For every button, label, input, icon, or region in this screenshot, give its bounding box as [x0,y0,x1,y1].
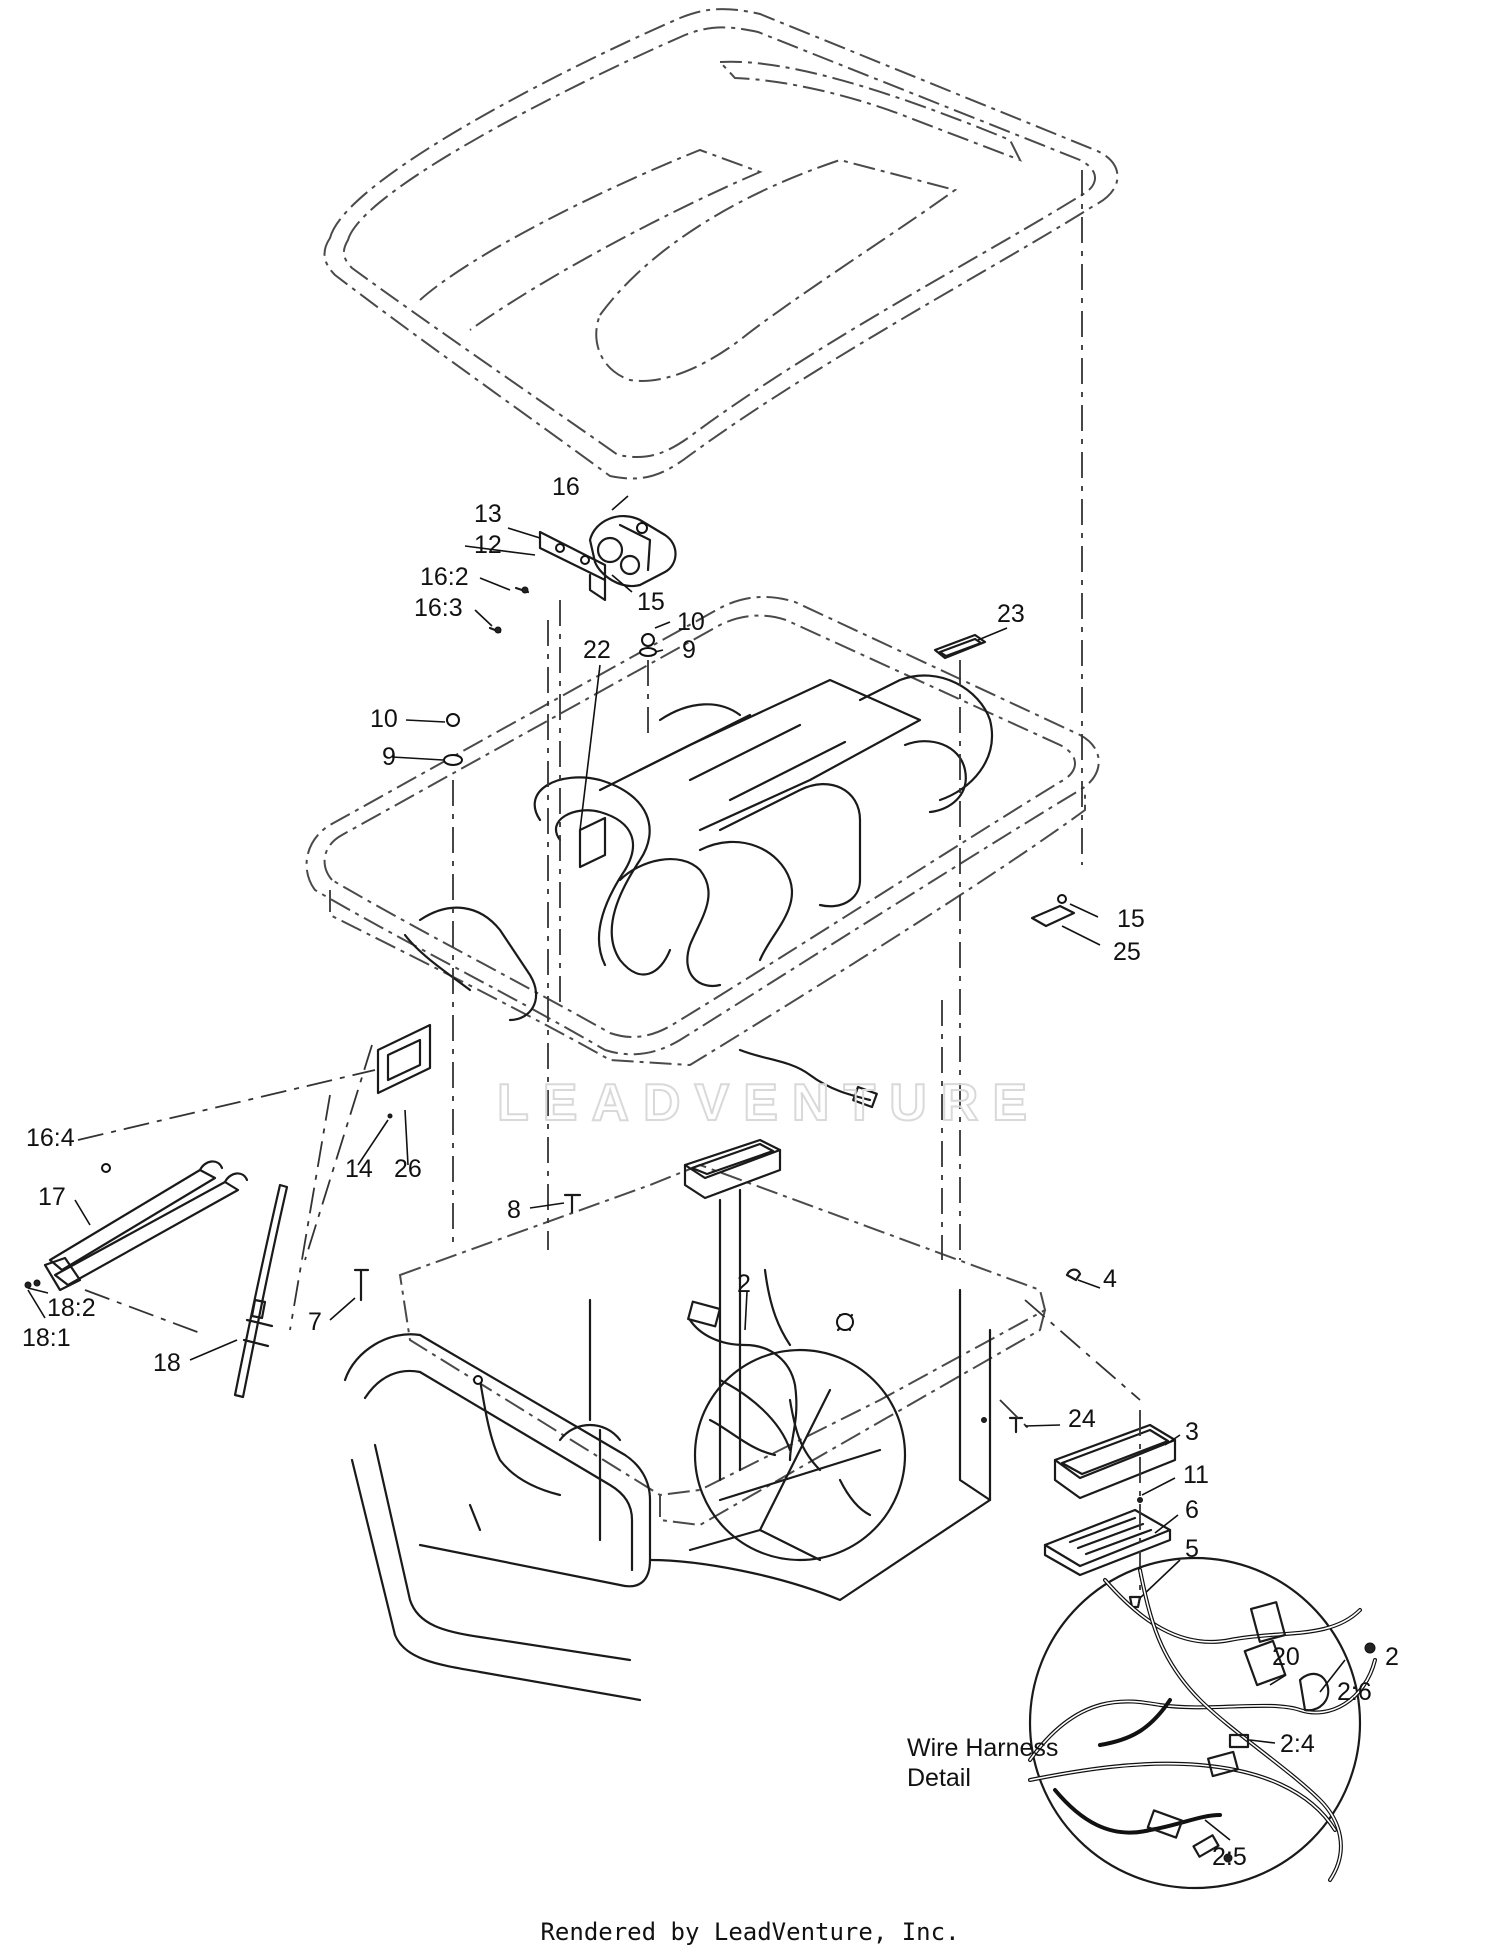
wire-harness-detail [1028,1556,1377,1890]
access-plate [376,1023,432,1119]
callout-10-left: 10 [370,705,398,733]
watermark: LEADVENTURE [497,1074,1041,1132]
callout-24: 24 [1068,1405,1096,1433]
callout-9-left: 9 [382,743,396,771]
callout-16-3: 16:3 [414,594,463,622]
cab-frame [343,1163,1047,1702]
callout-18-2: 18:2 [47,1294,96,1322]
callout-12: 12 [474,531,502,559]
callout-2-5: 2:5 [1212,1843,1247,1871]
callout-16: 16 [552,473,580,501]
wiper-motor-assembly [488,515,677,634]
callout-26: 26 [394,1155,422,1183]
callout-14: 14 [345,1155,373,1183]
callout-4: 4 [1103,1265,1117,1293]
callout-17: 17 [38,1183,66,1211]
callout-10-top: 10 [677,608,705,636]
callout-9-top: 9 [682,636,696,664]
callout-23: 23 [997,600,1025,628]
callout-3: 3 [1185,1418,1199,1446]
callout-labels: 16 13 12 16:2 16:3 15 10 9 22 23 10 9 15… [22,473,1399,1871]
detail-title-line1: Wire Harness [907,1734,1058,1762]
callout-2-4: 2:4 [1280,1730,1315,1758]
callout-25: 25 [1113,938,1141,966]
callout-2-cab: 2 [737,1270,751,1298]
wiper-arm-and-blade [24,1160,289,1399]
alignment-lines [77,170,1141,1600]
headliner-tray [305,595,1100,1109]
callout-16-2: 16:2 [420,563,469,591]
callout-18-1: 18:1 [22,1324,71,1352]
vent [933,633,987,660]
callout-20: 20 [1272,1643,1300,1671]
callout-6: 6 [1185,1496,1199,1524]
callout-13: 13 [474,500,502,528]
footer-credit: Rendered by LeadVenture, Inc. [540,1918,959,1946]
detail-title-line2: Detail [907,1764,971,1792]
callout-18: 18 [153,1349,181,1377]
zoom-circle [693,1348,907,1562]
fasteners [353,633,1143,1609]
callout-16-4: 16:4 [26,1124,75,1152]
callout-7: 7 [308,1308,322,1336]
callout-22: 22 [583,636,611,664]
callout-15-right: 15 [1117,905,1145,933]
callout-2-6: 2:6 [1337,1678,1372,1706]
filter-assembly [683,1138,1177,1577]
callout-8: 8 [507,1196,521,1224]
roof-cover [323,8,1119,480]
callout-2-detail: 2 [1385,1643,1399,1671]
callout-5: 5 [1185,1535,1199,1563]
wire-harness-in-cab [687,1268,854,1462]
callout-15-top: 15 [637,588,665,616]
leader-lines [27,495,1181,1599]
callout-11: 11 [1183,1461,1209,1489]
